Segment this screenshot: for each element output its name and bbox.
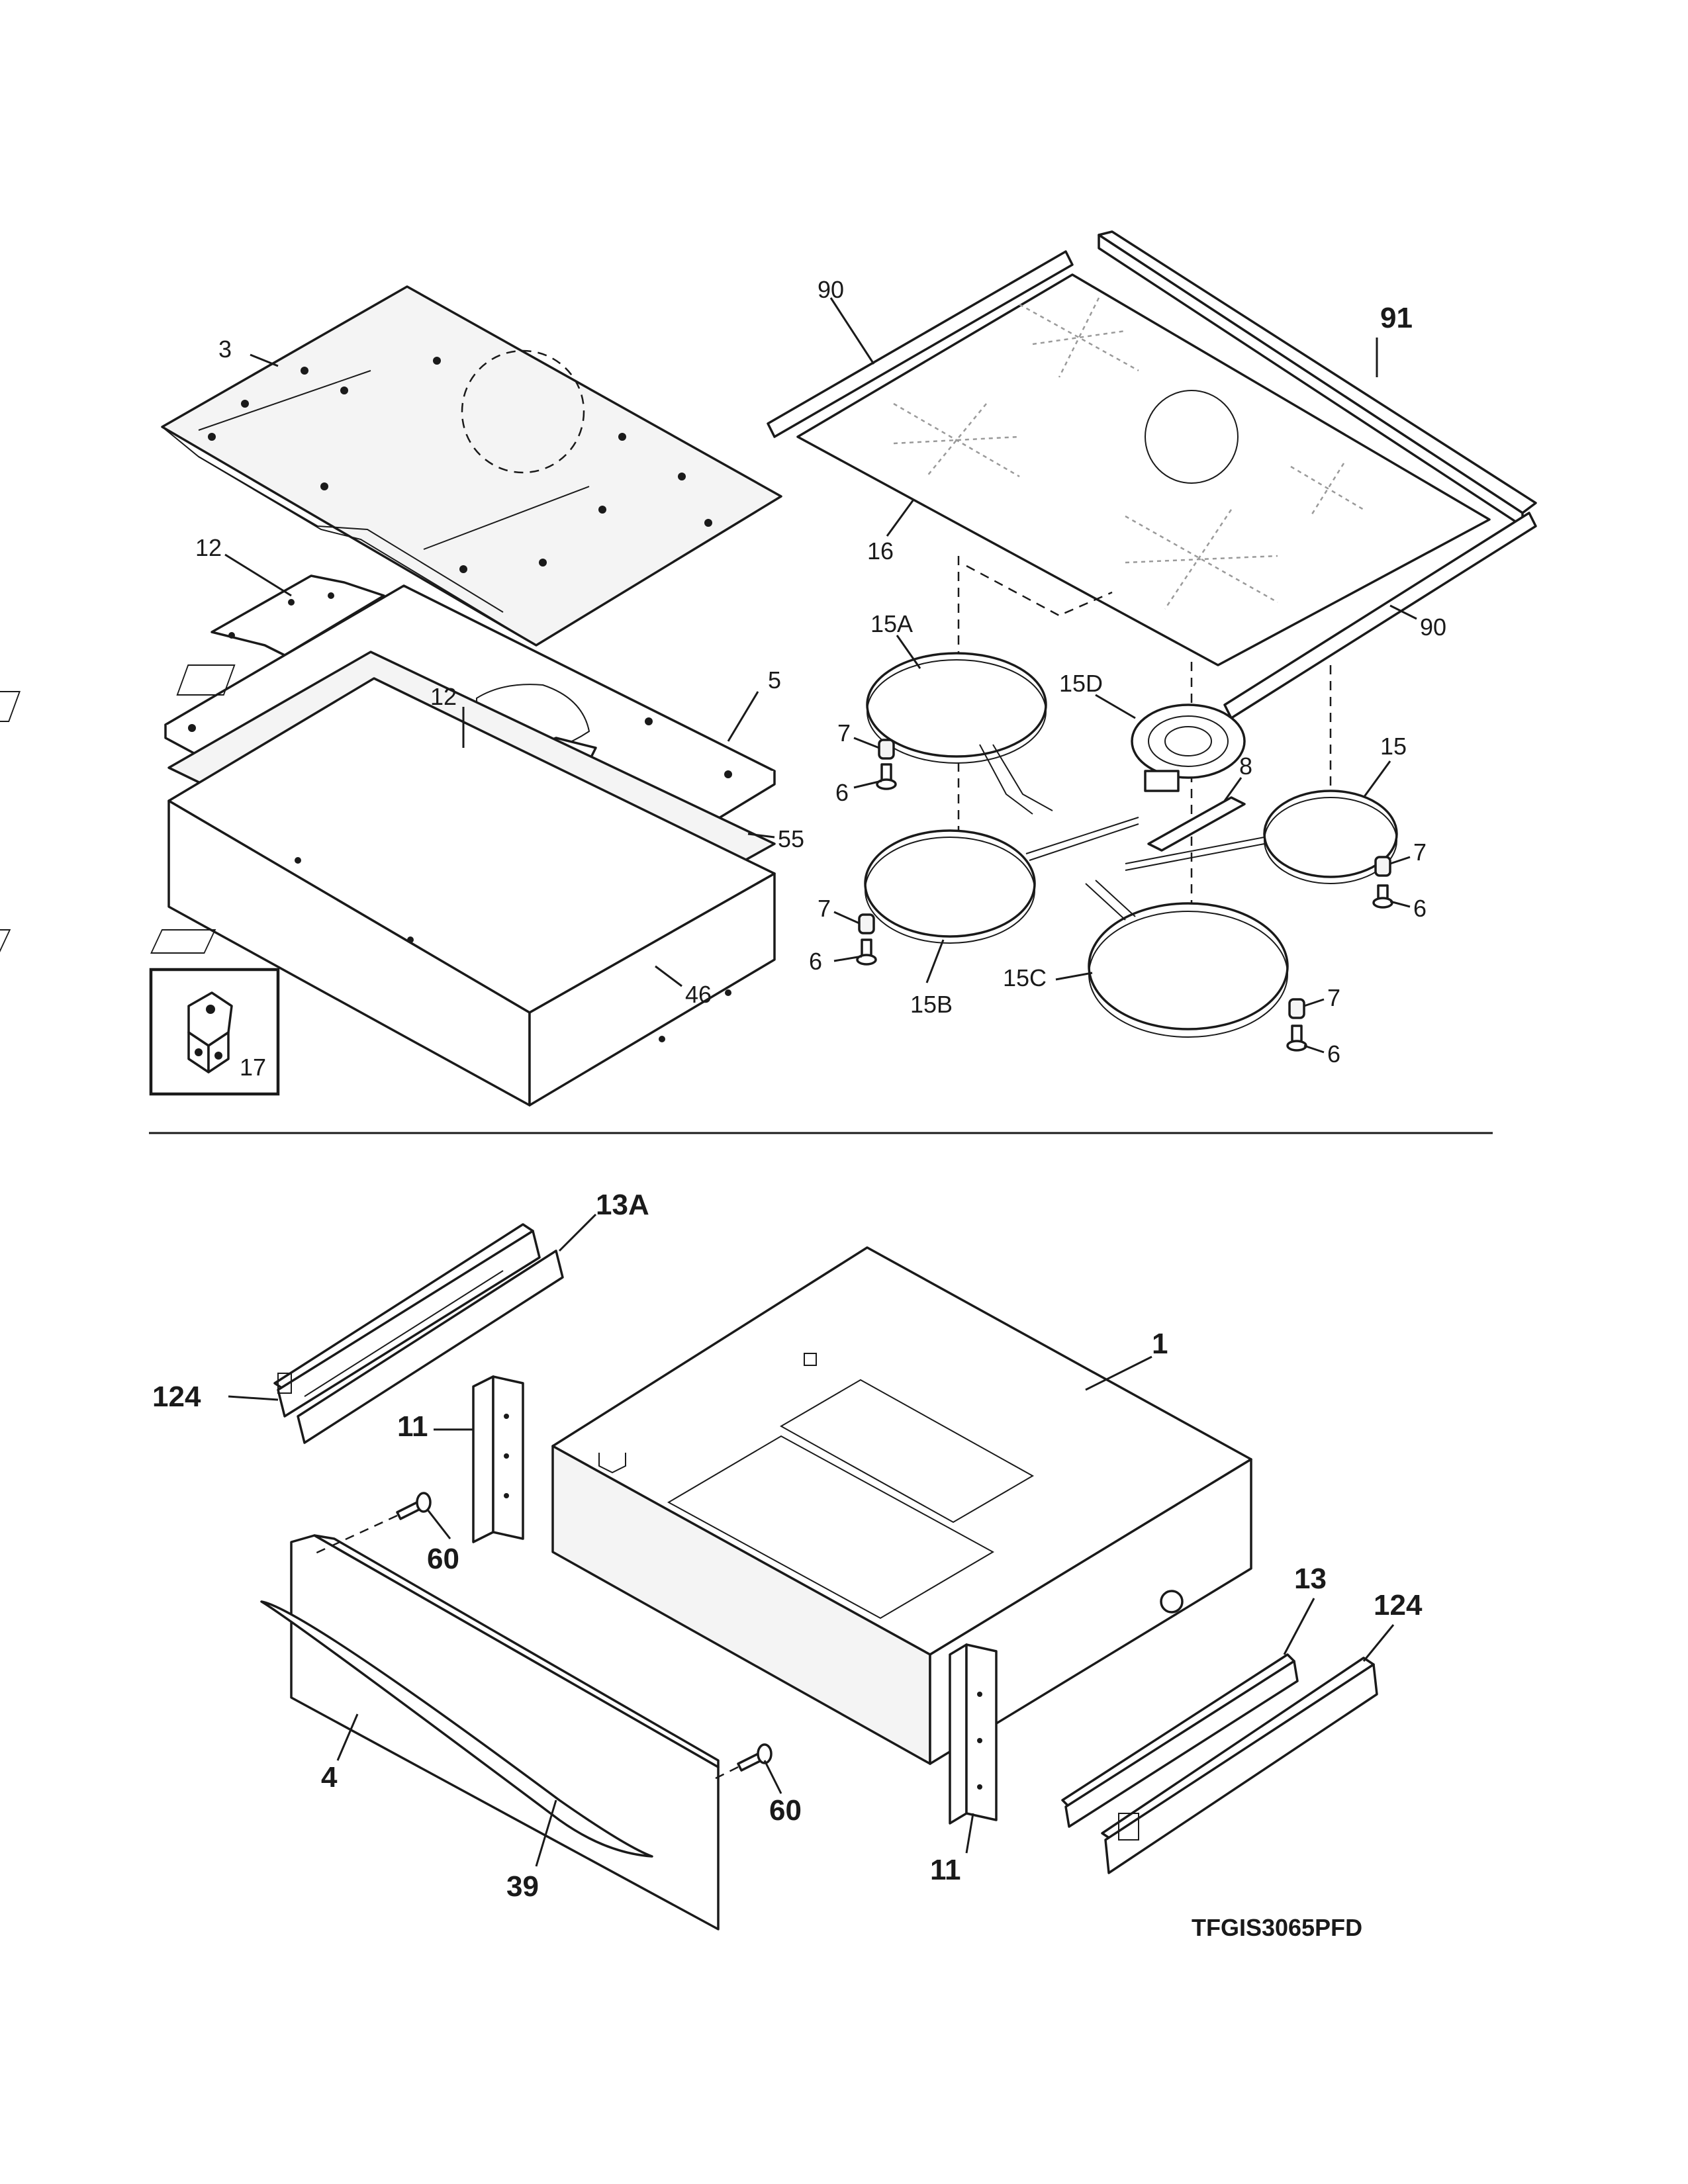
label-6a: 6 <box>835 779 849 806</box>
part-60-screws <box>310 1492 773 1782</box>
part-124-rail-b <box>1101 1657 1378 1874</box>
part-8-clip <box>1147 796 1246 852</box>
label-6c: 6 <box>1413 895 1427 922</box>
label-7d: 7 <box>1327 984 1340 1011</box>
part-11-bracket-b <box>949 1643 998 1825</box>
label-91: 91 <box>1380 302 1413 334</box>
part-15b-element <box>864 817 1139 944</box>
part-15a-element <box>866 652 1053 815</box>
part-16-glass-top <box>796 273 1491 666</box>
lower-leader-lines <box>228 1213 1395 1867</box>
label-16: 16 <box>867 537 894 565</box>
label-90b: 90 <box>1420 614 1446 641</box>
label-3: 3 <box>218 336 232 363</box>
upper-leader-lines <box>224 297 1417 1054</box>
label-7c: 7 <box>1413 839 1427 866</box>
label-1: 1 <box>1152 1328 1168 1360</box>
label-6d: 6 <box>1327 1040 1340 1068</box>
label-15d: 15D <box>1059 670 1103 697</box>
label-13: 13 <box>1294 1563 1327 1595</box>
label-60a: 60 <box>427 1543 459 1575</box>
part-46-box <box>0 677 776 1107</box>
part-39-handle <box>260 1600 653 1858</box>
part-15d-element <box>1131 704 1246 792</box>
label-13a: 13A <box>596 1189 649 1221</box>
label-124b: 124 <box>1374 1589 1423 1621</box>
label-7a: 7 <box>837 719 851 747</box>
label-11b: 11 <box>930 1854 961 1886</box>
part-1-drawer-box <box>551 1246 1252 1765</box>
label-55: 55 <box>778 825 804 852</box>
part-17-inset <box>149 968 280 1096</box>
label-5: 5 <box>768 666 781 694</box>
label-15b: 15B <box>910 991 953 1018</box>
label-17: 17 <box>240 1054 266 1081</box>
label-7b: 7 <box>818 895 831 922</box>
springs-and-screws <box>856 739 1393 1052</box>
part-4-drawer-front <box>290 1534 720 1931</box>
label-6b: 6 <box>809 948 822 975</box>
label-60b: 60 <box>769 1794 802 1827</box>
label-15a: 15A <box>870 610 913 637</box>
label-4: 4 <box>321 1761 338 1794</box>
part-13-slide-rail <box>1061 1653 1299 1828</box>
part-90-trim-a <box>767 250 1074 438</box>
part-12-bracket-a <box>211 574 385 657</box>
label-46: 46 <box>685 981 712 1008</box>
part-13a-slide-rail <box>273 1223 564 1444</box>
label-15c: 15C <box>1003 964 1047 991</box>
label-90a: 90 <box>818 276 844 303</box>
label-8: 8 <box>1239 752 1252 780</box>
lower-labels: 13A 124 11 1 60 4 39 60 11 13 124 <box>152 1189 1423 1903</box>
label-12a: 12 <box>195 534 222 561</box>
part-3-insulation <box>161 285 782 647</box>
label-15: 15 <box>1380 733 1407 760</box>
upper-labels: 3 12 12 5 55 46 17 90 91 16 90 15A 15D 1… <box>195 276 1446 1081</box>
label-12b: 12 <box>430 683 457 710</box>
model-number: TFGIS3065PFD <box>1192 1914 1362 1941</box>
label-39: 39 <box>506 1870 539 1903</box>
label-124a: 124 <box>152 1381 201 1413</box>
part-90-trim-b <box>1223 512 1537 719</box>
part-91-trim <box>1098 230 1537 527</box>
part-15c-element <box>1085 880 1289 1038</box>
part-11-bracket-a <box>472 1375 524 1543</box>
part-15-element <box>1125 790 1398 884</box>
label-11a: 11 <box>397 1410 428 1443</box>
